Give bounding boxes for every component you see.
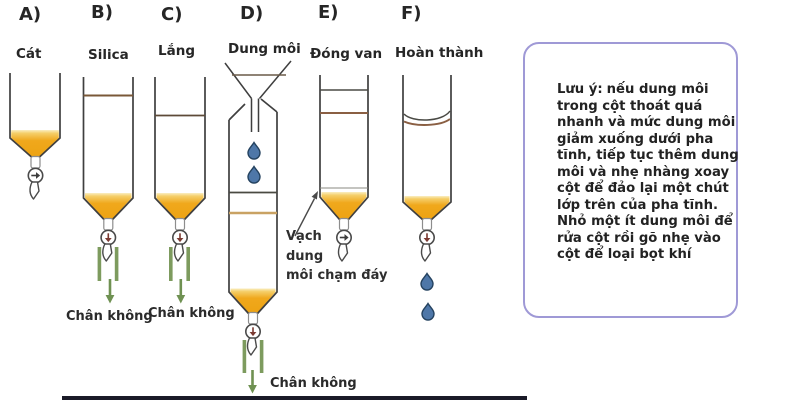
solvent-drop-icon: [247, 165, 261, 184]
stopcock-icon: [27, 155, 44, 200]
note-line: cột để đảo lại một chút: [557, 181, 729, 196]
column-b: [82, 77, 134, 304]
step-label-lang: Lắng: [158, 43, 195, 59]
note-title: Lưu ý:: [557, 82, 603, 97]
step-letter-f: F): [401, 3, 422, 24]
sand-fill: [11, 130, 59, 157]
sand-fill: [85, 193, 132, 219]
step-letter-a: A): [19, 4, 42, 25]
vacuum-tubes-icon: [169, 247, 190, 281]
column-c: [154, 77, 206, 304]
note-box: Lưu ý:nếu dung môi trong cột thoát quá n…: [523, 42, 739, 318]
vacuum-tubes-icon: [242, 340, 264, 373]
stopcock-icon: [335, 217, 353, 262]
column-a-outline: [9, 73, 61, 158]
vacuum-label-c: Chân không: [148, 306, 235, 321]
step-letter-c: C): [161, 4, 183, 25]
annotation-line: dung: [286, 248, 324, 264]
eluent-drop-icon: [420, 272, 434, 291]
annotation-line: môi chạm đáy: [286, 268, 388, 283]
step-label-hoan-thanh: Hoàn thành: [395, 45, 484, 61]
eluent-drop-icon: [421, 302, 435, 321]
note-line: trong cột thoát quá: [557, 98, 703, 114]
vacuum-tubes-icon: [97, 247, 119, 281]
note-text: nếu dung môi: [606, 82, 709, 97]
step-label-dung-moi: Dung môi: [228, 41, 301, 57]
bottom-edge-bar: [62, 396, 527, 400]
sand-fill: [156, 193, 204, 219]
vacuum-arrow-icon: [176, 279, 186, 304]
sand-fill: [230, 288, 276, 313]
note-line: cột để loại bọt khí: [557, 247, 692, 262]
column-e-outline: [319, 75, 369, 221]
note-line: tĩnh, tiếp tục thêm dung: [557, 148, 739, 163]
note-line: môi và nhẹ nhàng xoay: [557, 164, 730, 180]
step-label-dong-van: Đóng van: [310, 46, 383, 62]
meniscus-curve: [403, 110, 451, 121]
stopcock-icon: [100, 217, 117, 262]
step-label-silica: Silica: [88, 47, 129, 63]
step-letter-b: B): [91, 2, 113, 23]
note-line: giảm xuống dưới pha: [557, 131, 714, 147]
column-b-outline: [82, 77, 134, 221]
column-f-outline: [402, 75, 452, 221]
note-line: rửa cột rồi gõ nhẹ vào: [557, 230, 721, 246]
funnel-icon: [224, 60, 292, 132]
column-d-outline: [228, 98, 278, 315]
step-label-cat: Cát: [16, 46, 42, 62]
pointer-arrow-icon: [294, 191, 318, 237]
vacuum-arrow-icon: [105, 279, 115, 304]
column-c-outline: [154, 77, 206, 221]
note-line: lớp trên của pha tĩnh.: [557, 197, 718, 213]
column-a: [9, 73, 61, 200]
step-letter-d: D): [240, 3, 264, 24]
annotation-line: Vạch: [286, 229, 322, 244]
note-line: Nhỏ một ít dung môi để: [557, 214, 733, 229]
column-d: [224, 60, 292, 394]
note-line: nhanh và mức dung môi: [557, 115, 736, 130]
solvent-drop-icon: [247, 141, 261, 160]
column-e: [294, 75, 369, 262]
stopcock-icon: [418, 217, 436, 262]
vacuum-arrow-icon: [248, 370, 257, 394]
column-f: [402, 75, 452, 321]
note-line: Lưu ý:nếu dung môi: [557, 82, 718, 99]
sand-fill: [321, 192, 367, 219]
step-letter-e: E): [318, 2, 339, 23]
solvent-line-annotation: Vạch dung môi chạm đáy: [286, 227, 387, 286]
vacuum-label-b: Chân không: [66, 309, 153, 324]
vacuum-label-d: Chân không: [270, 376, 357, 391]
stopcock-icon: [172, 217, 188, 262]
sand-fill: [404, 196, 450, 219]
brown-level-line: [403, 118, 451, 126]
stopcock-icon: [245, 311, 262, 356]
